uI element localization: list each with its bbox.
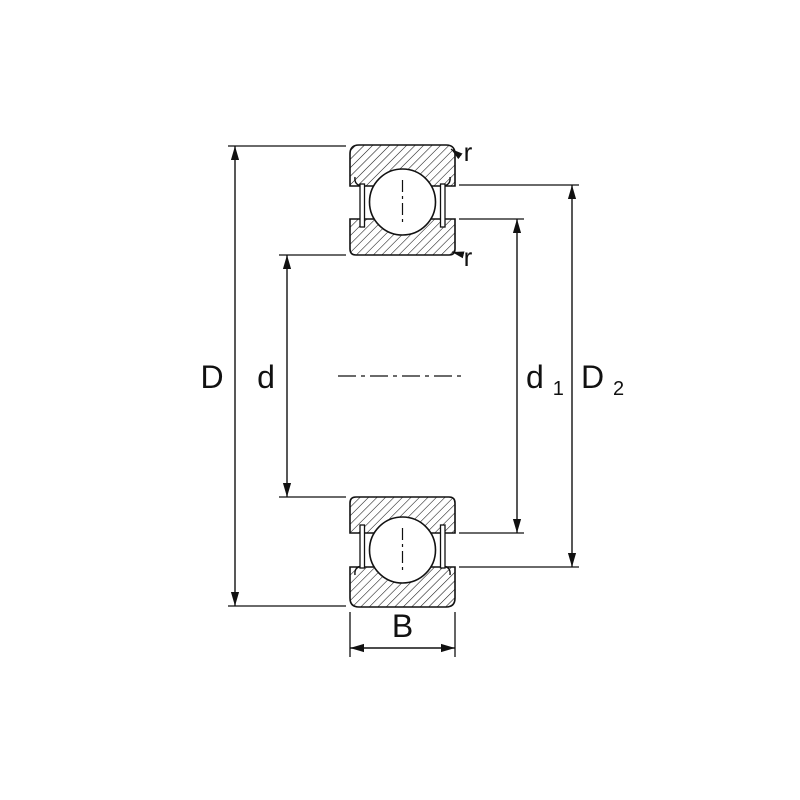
shield-plate-bottom-right [439,524,446,569]
label-D2-sub: 2 [613,378,624,400]
label-d1-sub: 1 [553,378,564,400]
dimension-D: D [200,145,346,607]
dimension-d: d [257,254,346,498]
label-radius-inner: r [464,242,473,272]
shield-plate-bottom-left [359,524,366,569]
label-D2-base: D [581,359,604,395]
outer-ring-bottom [349,566,456,608]
radius-label-inner: r [451,242,473,272]
radius-label-outer: r [450,137,473,167]
label-outer-diameter: D [200,359,223,395]
dimension-D2: D 2 [459,184,624,568]
shield-plate-top-left [359,183,366,228]
inner-ring-top [349,218,456,256]
label-width: B [392,608,413,644]
bearing-bottom-section [349,496,456,608]
label-radius-outer: r [464,137,473,167]
ball-top [368,168,437,236]
shield-plate-top-right [439,183,446,228]
ball-bottom [368,516,437,584]
bearing-top-section [349,144,456,256]
label-d1: d 1 [526,359,564,400]
label-bore-diameter: d [257,359,275,395]
leader-line [451,251,465,259]
label-d1-base: d [526,359,544,395]
dimension-d1: d 1 [459,218,564,534]
dimension-B: B [349,608,456,657]
inner-ring-bottom [349,496,456,534]
leader-line [450,148,463,160]
label-D2: D 2 [581,359,624,400]
